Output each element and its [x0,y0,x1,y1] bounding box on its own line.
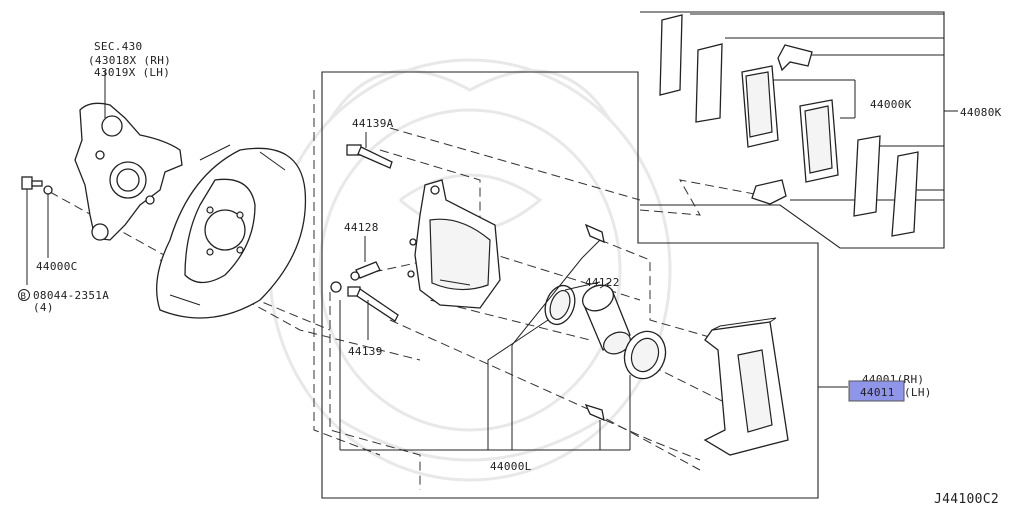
caliper-piston [581,281,631,355]
guide-pin [330,281,399,340]
caliper-bracket [703,317,789,456]
caliper-body [407,179,501,309]
bolt-circle-icon [18,289,30,301]
caliper-lh-suffix: (LH) [904,386,932,399]
pad-shim-rear [853,135,881,217]
dust-boot [623,330,667,380]
pin-bushing-upper [584,223,605,244]
sec-ref-label: SEC.430 [94,40,142,53]
caliper-lh-highlight[interactable] [848,380,905,402]
bleeder-screw [350,236,381,281]
outer-shim [659,14,683,96]
pin-bushing-lower [584,403,605,422]
knuckle-lh-label: 43019X (LH) [94,66,170,79]
part-labels: SEC.430 (43018X (RH) 43019X (LH) 44000C … [18,40,1002,507]
anti-rattle-clip-lower [751,179,787,205]
bolt-and-washer [21,176,53,285]
brake-pad-outer [741,65,779,148]
pad-kit-label: 44000K [870,98,912,111]
knuckle-rh-label: (43018X (RH) [88,54,171,67]
caliper-lh-label: 44011 [860,386,895,399]
steering-knuckle [74,70,183,241]
brake-dust-shield [156,144,307,319]
diagram-code: J44100C2 [934,492,999,507]
guide-pin-a [346,132,393,169]
anti-rattle-clip-upper [777,44,813,72]
pad-kit-box [640,11,945,249]
pad-set-leaders [690,13,958,388]
seal-kit-label: 44000L [490,460,532,473]
piston-label: 44122 [585,276,620,289]
bolt-code-label: 08044-2351A [33,289,109,302]
pad-shim-rear-outer [891,151,919,237]
caliper-assembly-box [321,71,819,499]
seal-kit-leaders [339,239,631,451]
inner-shim [695,43,723,123]
pin-a-label: 44139A [352,117,394,130]
bleeder-label: 44128 [344,221,379,234]
washer-label: 44000C [36,260,78,273]
pin-label: 44139 [348,345,383,358]
bolt-qty-label: (4) [33,301,54,314]
bolt-circle-letter: B [21,292,27,302]
brake-pad-inner [799,99,839,183]
pad-set-label: 44080K [960,106,1002,119]
